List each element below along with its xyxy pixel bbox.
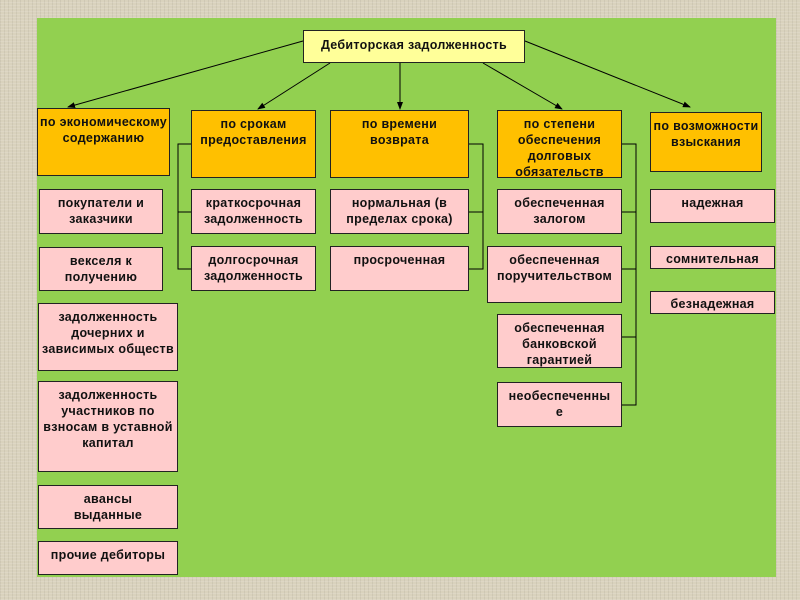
- item: векселя к получению: [39, 247, 163, 291]
- item: необеспеченны е: [497, 382, 622, 427]
- item: нормальная (в пределах срока): [330, 189, 469, 234]
- item: обеспеченная банковской гарантией: [497, 314, 622, 368]
- bracket-col4: [622, 143, 637, 406]
- item: краткосрочная задолженность: [191, 189, 316, 234]
- item: обеспеченная залогом: [497, 189, 622, 234]
- item: просроченная: [330, 246, 469, 291]
- bracket-col2: [177, 143, 191, 270]
- header-economic: по экономическому содержанию: [37, 108, 170, 176]
- item: задолженность дочерних и зависимых общес…: [38, 303, 178, 371]
- header-return-time: по времени возврата: [330, 110, 469, 178]
- arrow-col1: [67, 40, 304, 108]
- root-node: Дебиторская задолженность: [303, 30, 525, 63]
- header-security: по степени обеспечения долговых обязател…: [497, 110, 622, 179]
- item: прочие дебиторы: [38, 541, 178, 575]
- header-term: по срокам предоставления: [191, 110, 316, 178]
- item: покупатели и заказчики: [39, 189, 163, 234]
- arrow-col4: [482, 62, 563, 110]
- item: задолженность участников по взносам в ус…: [38, 381, 178, 472]
- header-collectability: по возможности взыскания: [650, 112, 762, 172]
- item: долгосрочная задолженность: [191, 246, 316, 291]
- item: надежная: [650, 189, 775, 223]
- item: сомнительная: [650, 246, 775, 269]
- bracket-col3: [469, 143, 484, 270]
- item: безнадежная: [650, 291, 775, 314]
- arrow-col2: [257, 62, 331, 110]
- item: обеспеченная поручительством: [487, 246, 622, 303]
- arrow-col5: [524, 40, 691, 108]
- item: авансы выданные: [38, 485, 178, 529]
